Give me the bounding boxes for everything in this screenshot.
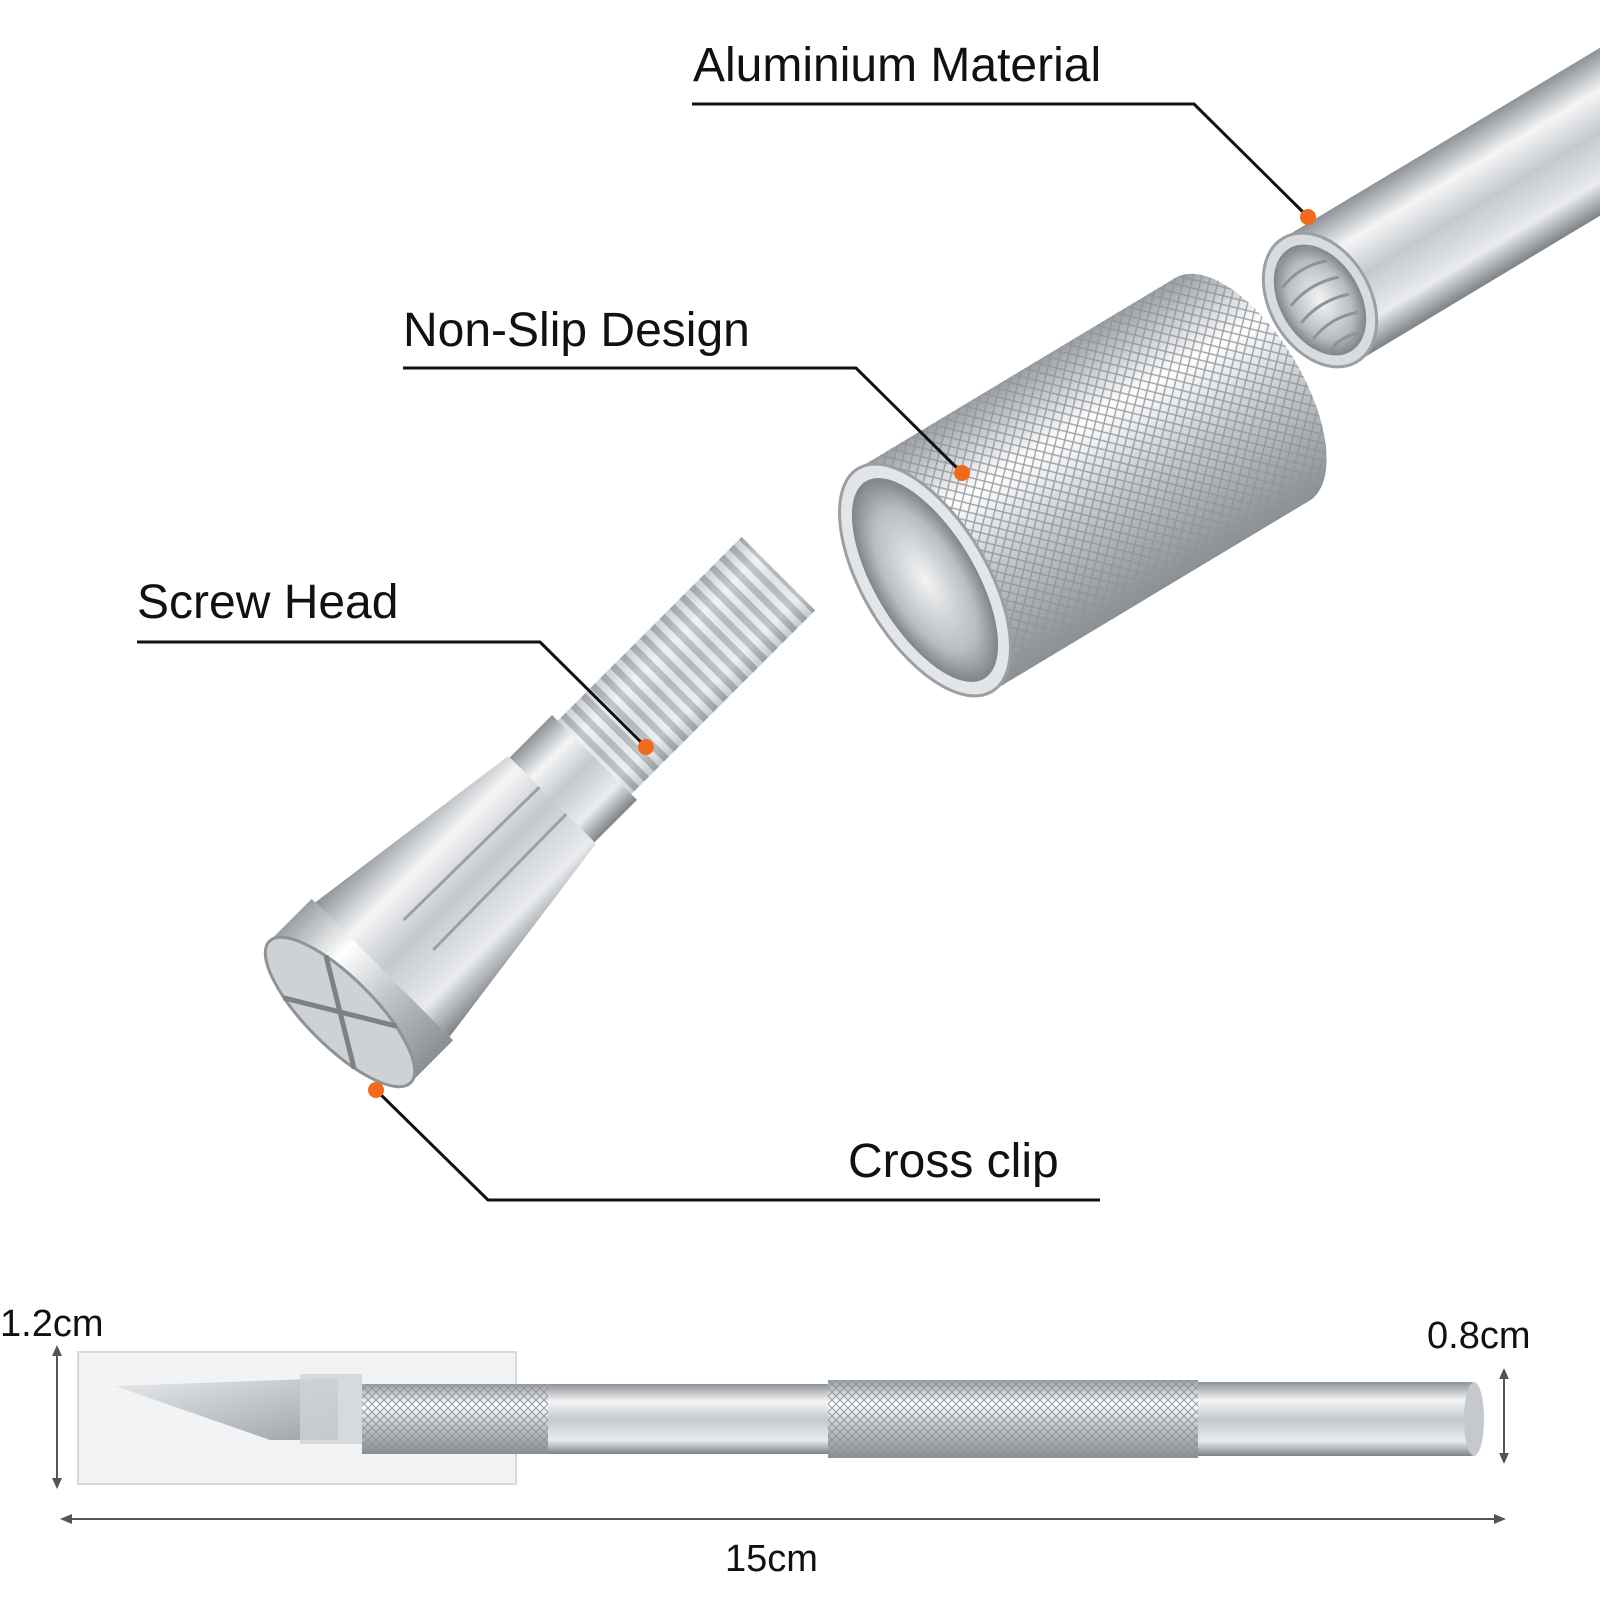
marker-dot (1300, 209, 1316, 225)
marker-dot (638, 739, 654, 755)
callout-non-slip: Non-Slip Design (403, 304, 970, 481)
callout-non-slip-label: Non-Slip Design (403, 304, 750, 357)
blade (115, 1378, 338, 1440)
marker-dot (954, 465, 970, 481)
callout-aluminium: Aluminium Material (692, 39, 1316, 225)
callout-cross-clip: Cross clip (368, 1082, 1100, 1202)
screw-collet (263, 536, 816, 1089)
callout-screw-head-label: Screw Head (137, 576, 398, 629)
callout-aluminium-label: Aluminium Material (693, 39, 1101, 92)
dim-label-right-height: 0.8cm (1427, 1315, 1530, 1357)
dim-label-left-height: 1.2cm (0, 1303, 103, 1345)
aluminium-tube (1261, 21, 1600, 369)
dimension-height-right: 0.8cm (1427, 1315, 1530, 1464)
callout-screw-head: Screw Head (137, 576, 654, 755)
marker-dot (368, 1082, 384, 1098)
knurled-sleeve (838, 273, 1327, 698)
dimension-height-left: 1.2cm (0, 1303, 103, 1489)
assembled-knife (77, 1351, 1484, 1485)
dim-label-length: 15cm (725, 1538, 818, 1580)
callout-cross-clip-label: Cross clip (848, 1135, 1059, 1188)
dimension-length: 15cm (60, 1514, 1506, 1580)
